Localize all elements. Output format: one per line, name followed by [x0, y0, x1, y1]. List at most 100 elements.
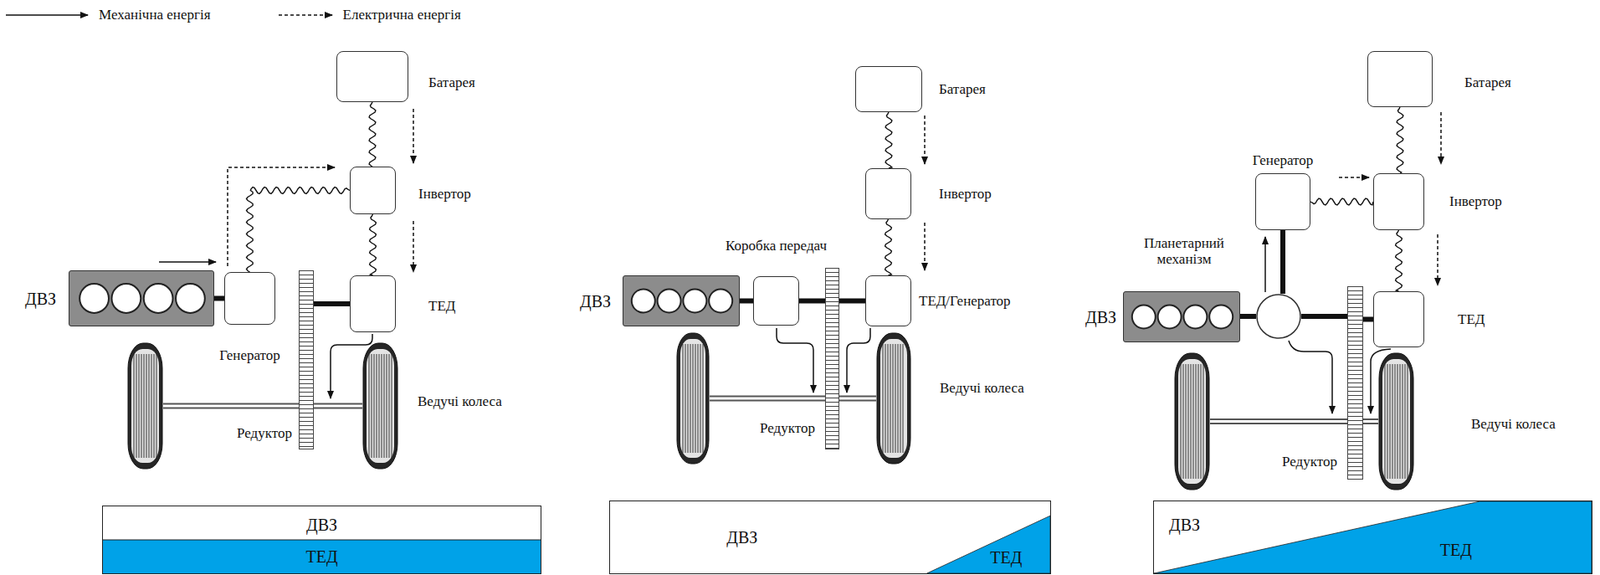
part-label: Генератор: [1251, 152, 1315, 170]
drive-shaft: [1301, 313, 1348, 319]
component-box: Інвертор: [1373, 173, 1425, 231]
bar-label: ДВЗ: [1169, 514, 1200, 534]
part-label: Редуктор: [235, 425, 293, 442]
tread-line: [700, 343, 702, 453]
component-box: ТЕД/Генератор: [865, 275, 912, 327]
axle-inner: [709, 397, 826, 400]
tread: [680, 338, 706, 458]
part-label: Батарея: [1463, 74, 1513, 92]
tread-line: [1190, 364, 1192, 479]
drive-wheel: [676, 333, 709, 464]
tread-line: [1180, 364, 1182, 479]
share-fill: [1153, 501, 1592, 574]
part-label: ДВЗ: [579, 291, 612, 311]
tread-line: [148, 353, 150, 458]
part-label: ТЕД: [427, 297, 457, 315]
tread-line: [1185, 364, 1187, 479]
mechanical-energy-arrow: [158, 261, 216, 263]
tread-line: [697, 343, 699, 453]
power-cable: [1396, 107, 1404, 174]
bar-label: ТЕД: [305, 547, 338, 567]
legend: Механічна енергіяЕлектрична енергія: [5, 6, 529, 24]
axle-inner: [1363, 420, 1379, 423]
component-box: Коробка передач: [753, 276, 800, 326]
cylinders: [69, 271, 214, 326]
tread-line: [882, 343, 884, 453]
tread-line: [138, 353, 140, 458]
mechanical-energy-arrow: [1264, 236, 1267, 293]
drive-wheel: Ведучі колеса: [362, 342, 399, 470]
power-cable: [369, 214, 377, 276]
tread-line: [1392, 364, 1394, 479]
tread-line: [384, 353, 385, 458]
drive-shaft: [313, 301, 350, 307]
tread-line: [1389, 364, 1391, 479]
electric-energy-arrow: [1436, 234, 1439, 286]
power-cable: [369, 102, 376, 167]
tread-line: [1387, 364, 1389, 479]
axle: [163, 403, 299, 410]
tread-line: [379, 353, 380, 458]
tyre: [363, 343, 398, 469]
tread-line: [1407, 364, 1409, 479]
engine-block: ДВЗ: [1123, 291, 1241, 343]
tread-line: [391, 353, 393, 458]
drive-shaft: [1280, 230, 1286, 294]
legend-text: Механічна енергія: [98, 6, 211, 24]
power-share-bar: ДВЗТЕД: [609, 500, 1052, 575]
tread-line: [1188, 364, 1190, 479]
tread-line: [887, 343, 889, 453]
power-cable: [885, 219, 893, 276]
share-fill: [610, 501, 1051, 574]
tyre: [676, 333, 709, 464]
tread-line: [895, 343, 897, 453]
tread-line: [682, 343, 684, 453]
tread-line: [1400, 364, 1401, 479]
tread-line: [892, 343, 894, 453]
tread-line: [1402, 364, 1404, 479]
part-label: Батарея: [938, 81, 987, 98]
tread-line: [389, 353, 390, 458]
power-cable: [1395, 230, 1403, 292]
tread-line: [136, 353, 138, 458]
tread-line: [885, 343, 887, 453]
tread-line: [143, 353, 145, 458]
power-share-bar: ДВЗТЕД: [102, 505, 542, 575]
tread-line: [1203, 364, 1205, 479]
part-label: Інвертор: [417, 185, 472, 203]
cylinders: [1123, 292, 1240, 342]
engine-block: ДВЗ: [622, 275, 740, 327]
electric-energy-arrow: [412, 220, 415, 272]
bar-label: ДВЗ: [726, 528, 758, 548]
axle-inner: [163, 405, 299, 408]
electric-energy-arrow: [1440, 112, 1442, 165]
legend-sample: [5, 9, 89, 21]
component-box: Батарея: [855, 66, 923, 113]
part-label: Редуктор: [1281, 453, 1339, 471]
component-box: Батарея: [336, 51, 409, 103]
part-label: ДВЗ: [1084, 307, 1118, 327]
tread-line: [1195, 364, 1197, 479]
tread: [880, 338, 908, 458]
wheel-shape: [362, 342, 399, 470]
electric-energy-arrow: [1338, 176, 1370, 179]
part-label: ТЕД: [1456, 311, 1486, 329]
tread-line: [897, 343, 899, 453]
tread-line: [902, 343, 904, 453]
legend-sample: [277, 9, 334, 21]
tread-line: [1394, 364, 1396, 479]
mechanical-energy-arrow: [846, 328, 871, 393]
component-box: Інвертор: [349, 166, 396, 215]
tread-line: [1397, 364, 1399, 479]
part-label: Планетарний механізм: [1133, 235, 1236, 268]
power-cable: [246, 187, 351, 272]
component-box: Інвертор: [865, 168, 912, 220]
tread-line: [1405, 364, 1406, 479]
tread-line: [153, 353, 155, 458]
tyre: [876, 333, 911, 464]
tread: [131, 348, 159, 463]
tread-line: [381, 353, 383, 458]
tread-line: [695, 343, 697, 453]
drive-shaft: [839, 298, 866, 304]
tread-line: [1384, 364, 1386, 479]
